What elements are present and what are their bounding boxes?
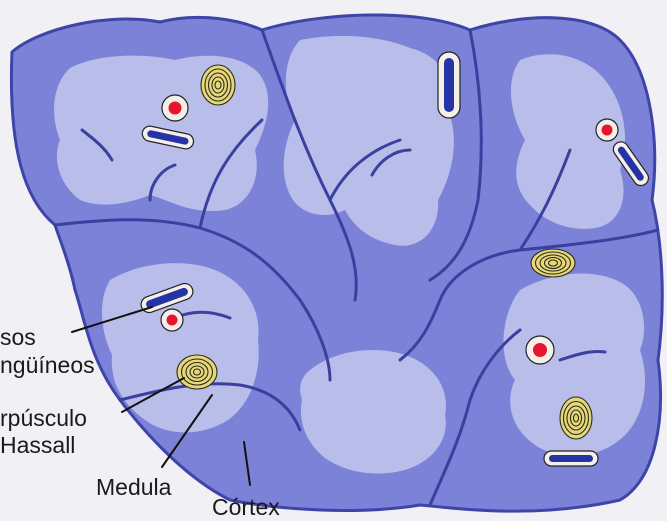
artery-lumen bbox=[167, 315, 178, 326]
vein-lumen bbox=[549, 455, 593, 462]
label-cortex: Córtex bbox=[212, 494, 280, 520]
vein-lumen bbox=[444, 58, 454, 112]
hassall-corpuscle bbox=[560, 397, 592, 439]
label-hassall-line1: rpúsculo bbox=[0, 405, 87, 431]
hassall-corpuscle bbox=[177, 355, 217, 389]
label-medulla: Medula bbox=[96, 474, 171, 500]
label-vessels-line2: ngüíneos bbox=[0, 352, 95, 378]
artery-lumen bbox=[602, 125, 613, 136]
label-vessels-line1: sos bbox=[0, 324, 36, 350]
hassall-corpuscle bbox=[531, 249, 575, 277]
medulla-bottom-center bbox=[300, 350, 446, 474]
hassall-corpuscle bbox=[201, 65, 235, 105]
artery-lumen bbox=[169, 102, 182, 115]
label-hassall-line2: Hassall bbox=[0, 432, 75, 458]
artery-lumen bbox=[533, 343, 547, 357]
